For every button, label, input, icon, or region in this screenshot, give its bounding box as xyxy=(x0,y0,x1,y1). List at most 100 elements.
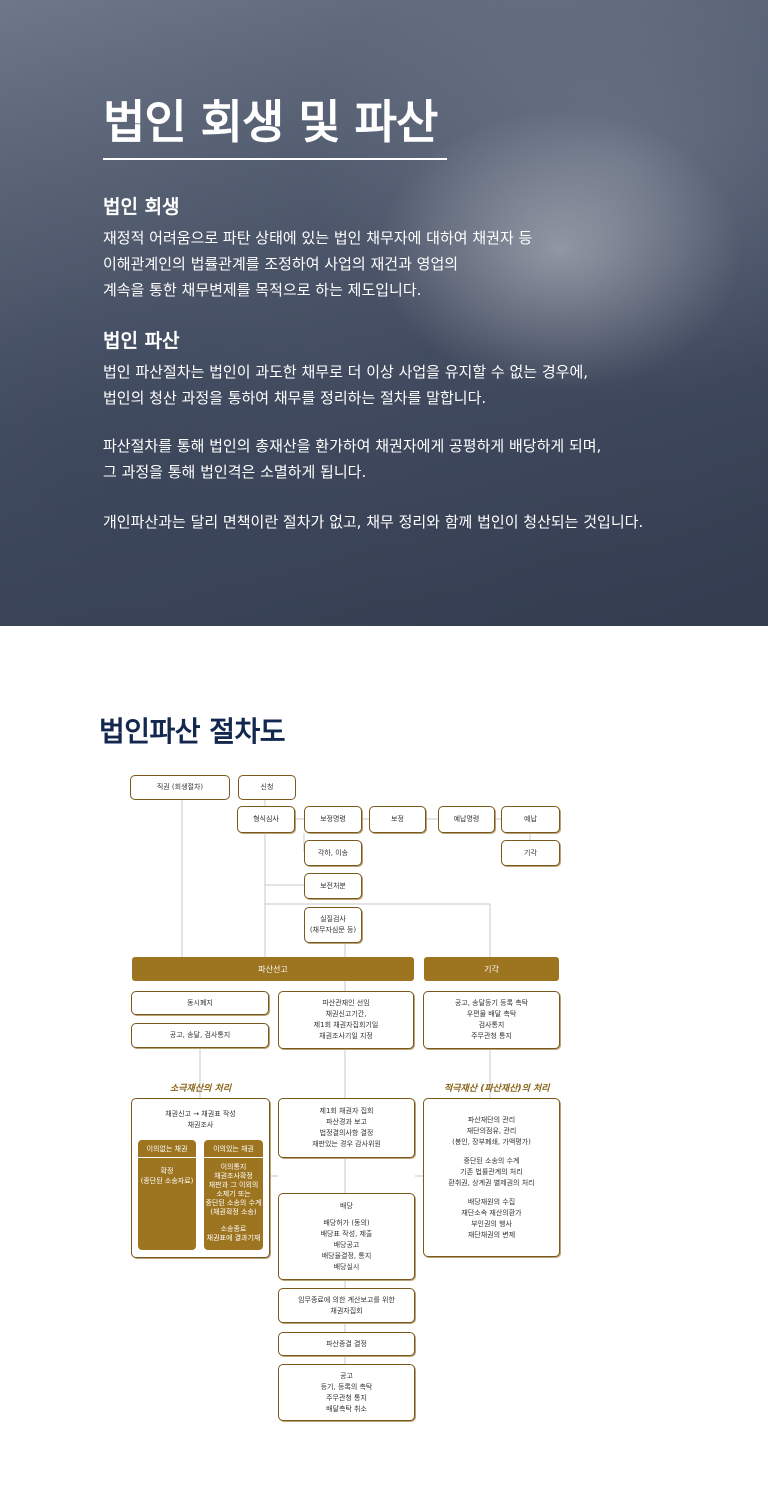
box-formal-review: 형식심사 xyxy=(237,806,295,833)
hero-banner: 법인 회생 및 파산 법인 회생 재정적 어려움으로 파탄 상태에 있는 법인 … xyxy=(0,0,768,626)
box-label: 신청 xyxy=(260,783,274,791)
box-rejection-small: 기각 xyxy=(501,840,560,866)
box-petition: 신청 xyxy=(238,775,296,800)
box-label: 기각 xyxy=(524,848,537,857)
bankruptcy-text-line: 법인의 청산 과정을 통하여 채무를 정리하는 절차를 말합니다. xyxy=(103,389,487,407)
caption-passive-assets: 소극재산의 처리 xyxy=(170,1084,232,1094)
page-title: 법인 회생 및 파산 xyxy=(103,95,438,149)
box-label: 채권신고기간, xyxy=(325,1010,367,1018)
box-label: 직권 (회생절차) xyxy=(156,783,204,791)
box-label: 재단의점유, 관리 xyxy=(466,1126,517,1135)
box-label: 파산관재인 선임 xyxy=(322,999,370,1007)
box-label: 검사통지 xyxy=(478,1021,505,1029)
box-undisputed-claims: 이의없는 채권 확정 (종단된 소송자료) xyxy=(138,1140,196,1250)
box-label: 배당허가 (동의) xyxy=(323,1218,370,1227)
box-label: 예납명령 xyxy=(453,815,480,823)
box-heading: 배당 xyxy=(340,1201,353,1210)
bankruptcy-text-line: 개인파산과는 달리 면책이란 절차가 없고, 채무 정리와 함께 법인이 청산되… xyxy=(103,513,644,531)
box-label: (채권확정 소송) xyxy=(210,1208,257,1216)
box-label: 예납 xyxy=(524,815,537,823)
box-deposit: 예납 xyxy=(501,806,560,833)
box-heading: 이의없는 채권 xyxy=(138,1140,196,1158)
box-label: 제1회 채권자 집회 xyxy=(319,1107,374,1115)
box-deposit-order: 예납명령 xyxy=(438,806,495,833)
box-label: 공고, 송달, 검사통지 xyxy=(169,1031,231,1039)
box-label: 법정결의사항 결정 xyxy=(319,1129,374,1137)
box-label: 각하, 이송 xyxy=(317,848,349,857)
box-correction-order: 보정명령 xyxy=(304,806,362,833)
box-label: 실질검사 xyxy=(320,915,346,923)
box-label: 보정 xyxy=(391,815,404,823)
box-label: 파산종결 결정 xyxy=(326,1339,367,1348)
box-label: 부인권의 행사 xyxy=(471,1219,512,1228)
box-label: 등기, 등록의 촉탁 xyxy=(320,1382,373,1391)
box-preservation: 보전처분 xyxy=(304,873,362,899)
box-label: 제1회 채권자집회기일 xyxy=(313,1021,379,1029)
box-label: 보전처분 xyxy=(320,881,346,890)
rehab-text-line: 계속을 통한 채무변제를 목적으로 하는 제도입니다. xyxy=(103,281,422,299)
flowchart-title: 법인파산 절차도 xyxy=(99,715,286,748)
box-label: 주무관청 통지 xyxy=(326,1393,367,1402)
bar-bankruptcy-declaration: 파산선고 xyxy=(132,957,414,981)
box-final-creditor-meeting: 임무종료에 의한 계산보고를 위한 채권자집회 xyxy=(278,1288,415,1323)
box-label: 채권신고 → 채권표 작성 xyxy=(165,1110,236,1118)
box-trustee-appointment: 파산관재인 선임 채권신고기간, 제1회 채권자집회기일 채권조사기일 지정 xyxy=(278,991,414,1049)
box-label: 파산재단의 관리 xyxy=(467,1115,516,1124)
box-simultaneous-abolition: 동시폐지 xyxy=(131,991,269,1015)
box-label: (채무자심문 등) xyxy=(309,926,357,934)
box-label: (종단된 소송자료) xyxy=(140,1177,194,1185)
bankruptcy-heading: 법인 파산 xyxy=(103,330,180,352)
rehab-text-line: 재정적 어려움으로 파탄 상태에 있는 법인 채무자에 대하여 채권자 등 xyxy=(103,229,533,247)
box-dividend: 배당 배당허가 (동의) 배당표 작성, 제출 배당공고 배당율결정, 통지 배… xyxy=(278,1193,415,1280)
box-notice-right: 공고, 송달등기 등록 촉탁 우편물 배달 촉탁 검사통지 주무관청 통지 xyxy=(423,991,560,1049)
box-label: 형식심사 xyxy=(253,815,279,823)
box-label: 배당율결정, 통지 xyxy=(321,1251,372,1260)
box-label: 채권조사기일 지정 xyxy=(319,1032,373,1040)
title-divider xyxy=(103,158,447,160)
box-heading: 이의있는 채권 xyxy=(204,1140,263,1158)
box-label: 환취권, 상계권 별제권의 처리 xyxy=(448,1178,535,1187)
box-label: 중단된 소송의 수계 xyxy=(205,1199,262,1207)
box-label: 채권조사 xyxy=(187,1121,214,1129)
box-label: (봉인, 장부폐쇄, 가액평가) xyxy=(452,1137,531,1146)
bar-rejection: 기각 xyxy=(424,957,559,981)
rehab-heading: 법인 회생 xyxy=(103,196,180,218)
box-label: 기존 법률관계의 처리 xyxy=(460,1167,523,1176)
box-label: 파산경과 보고 xyxy=(326,1118,367,1126)
box-label: 채권표에 결과기재 xyxy=(206,1234,261,1242)
box-first-creditor-meeting: 제1회 채권자 집회 파산경과 보고 법정결의사항 결정 재판있는 경우 감사위… xyxy=(278,1098,415,1158)
box-final-notice: 공고 등기, 등록의 촉탁 주무관청 통지 배달촉탁 취소 xyxy=(278,1364,415,1421)
bankruptcy-text-line: 그 과정을 통해 법인격은 소멸하게 됩니다. xyxy=(103,463,367,481)
box-label: 보정명령 xyxy=(320,815,346,823)
box-termination-decision: 파산종결 결정 xyxy=(278,1332,415,1356)
box-label: 재판있는 경우 감사위원 xyxy=(312,1140,381,1148)
box-label: 확정 xyxy=(160,1167,174,1175)
box-label: 중단된 소송의 수계 xyxy=(463,1156,520,1165)
bankruptcy-text-line: 법인 파산절차는 법인이 과도한 채무로 더 이상 사업을 유지할 수 없는 경… xyxy=(103,363,589,381)
box-label: 재판과 그 이외의 xyxy=(208,1181,259,1189)
box-label: 공고 xyxy=(340,1371,353,1380)
box-label: 임무종료에 의한 계산보고를 위한 xyxy=(298,1295,395,1304)
box-label: 소송종료 xyxy=(220,1225,247,1233)
box-label: 우편물 배달 촉탁 xyxy=(466,1010,517,1018)
box-correction: 보정 xyxy=(369,806,426,833)
box-active-assets: 파산재단의 관리 재단의점유, 관리 (봉인, 장부폐쇄, 가액평가) 중단된 … xyxy=(423,1098,560,1257)
box-notice-left: 공고, 송달, 검사통지 xyxy=(131,1023,269,1048)
box-label: 채권조사확정 xyxy=(214,1172,253,1180)
box-label: 주무관청 통지 xyxy=(471,1032,512,1040)
caption-active-assets: 적극재산 (파산재산)의 처리 xyxy=(444,1084,550,1094)
box-ex-officio: 직권 (회생절차) xyxy=(130,775,230,800)
rehab-text-line: 이해관계인의 법률관계를 조정하여 사업의 재건과 영업의 xyxy=(103,255,459,273)
box-label: 이의통지 xyxy=(220,1163,247,1171)
box-label: 소제기 또는 xyxy=(216,1190,251,1198)
box-substantive-review: 실질검사 (채무자심문 등) xyxy=(304,907,362,943)
box-label: 재단소속 재산의환가 xyxy=(461,1208,522,1217)
box-label: 재단채권의 변제 xyxy=(467,1230,516,1239)
box-label: 배달촉탁 취소 xyxy=(326,1404,367,1413)
box-label: 배당표 작성, 제출 xyxy=(320,1229,373,1238)
box-label: 채권자집회 xyxy=(330,1306,363,1315)
box-label: 배당실시 xyxy=(333,1262,360,1271)
box-disputed-claims: 이의있는 채권 이의통지 채권조사확정 재판과 그 이외의 소제기 또는 중단된… xyxy=(204,1140,263,1250)
